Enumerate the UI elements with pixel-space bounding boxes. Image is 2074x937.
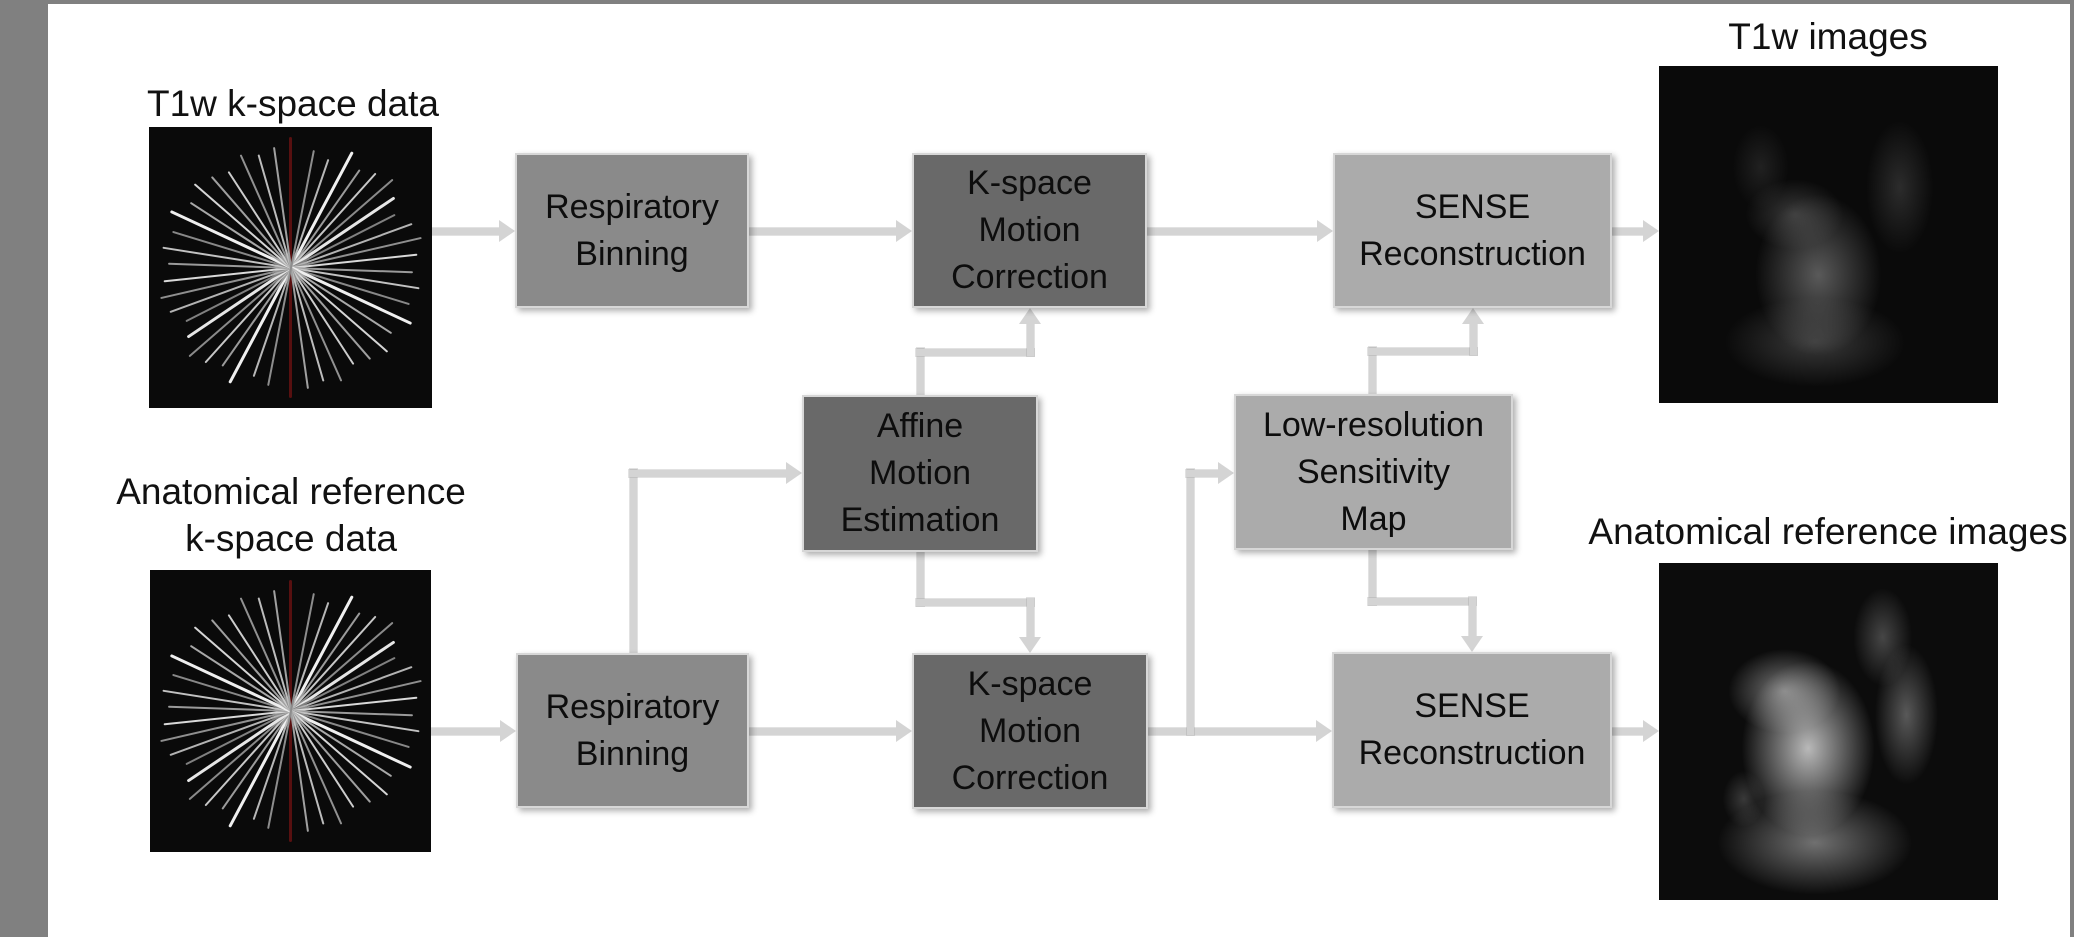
respiratory-binning-top-label: Respiratory xyxy=(545,187,719,226)
arrowhead-right-icon xyxy=(896,720,912,742)
slide-top-border xyxy=(48,0,2074,4)
connector-line xyxy=(629,469,637,657)
t1w-images-label: T1w images xyxy=(1598,13,2058,60)
connector-line xyxy=(1186,469,1222,477)
sense-reconstruction-bottom-label: Reconstruction xyxy=(1358,734,1586,772)
connector-line xyxy=(1144,727,1320,735)
kspace-motion-correction-top-label: K-space xyxy=(967,164,1092,202)
connector-line xyxy=(1143,227,1321,235)
respiratory-binning-bottom-label: Respiratory xyxy=(545,687,720,726)
anat-mri-image xyxy=(1659,563,1998,900)
t1w-kspace-image xyxy=(149,127,432,408)
sense-reconstruction-top-label: SENSE xyxy=(1414,187,1531,226)
low-resolution-sensitivity-map-label: Sensitivity xyxy=(1296,452,1451,491)
arrowhead-right-icon xyxy=(786,462,802,484)
arrowhead-right-icon xyxy=(500,720,516,742)
affine-motion-estimation-label: Affine xyxy=(876,407,964,445)
sense-reconstruction-top-label: Reconstruction xyxy=(1359,234,1586,273)
anat-kspace-label-text: Anatomical reference xyxy=(116,471,466,512)
connector-line xyxy=(1368,597,1476,605)
t1w-mri-image xyxy=(1659,66,1998,403)
anat-kspace-image xyxy=(150,570,431,852)
low-resolution-sensitivity-map-label: Map xyxy=(1340,499,1407,538)
connector-line xyxy=(1368,347,1376,398)
connector-line xyxy=(1608,727,1647,735)
slide-left-border xyxy=(0,0,48,937)
connector-line xyxy=(916,598,1034,606)
arrowhead-right-icon xyxy=(1317,220,1333,242)
connector-line xyxy=(1026,320,1034,356)
arrowhead-up-icon xyxy=(1019,308,1041,324)
kspace-motion-correction-top-label: Motion xyxy=(978,211,1081,249)
arrowhead-right-icon xyxy=(499,220,515,242)
connector-line xyxy=(1468,597,1476,640)
arrowhead-down-icon xyxy=(1019,637,1041,653)
anat-kspace-label-text: k-space data xyxy=(185,518,397,559)
connector-line xyxy=(916,348,924,399)
connector-line xyxy=(427,727,504,735)
respiratory-binning-bottom-label: Binning xyxy=(575,734,690,773)
connector-line xyxy=(1186,469,1194,735)
kspace-motion-correction-bottom-label: Correction xyxy=(951,758,1109,797)
anat-images-label-text: Anatomical reference images xyxy=(1588,511,2068,552)
connector-line xyxy=(916,348,1034,356)
affine-motion-estimation-label: Motion xyxy=(868,454,972,492)
anat-kspace-label: Anatomical reference k-space data xyxy=(61,468,521,562)
sense-reconstruction-top: SENSE Reconstruction xyxy=(1333,153,1612,308)
connector-line xyxy=(916,548,924,606)
low-resolution-sensitivity-map-label: Low-resolution xyxy=(1262,405,1485,444)
connector-line xyxy=(1608,227,1647,235)
connector-line xyxy=(629,469,790,477)
connector-line xyxy=(1469,320,1477,355)
arrowhead-up-icon xyxy=(1462,308,1484,324)
t1w-images-label-text: T1w images xyxy=(1728,16,1928,57)
connector-line xyxy=(1368,347,1477,355)
arrowhead-down-icon xyxy=(1461,636,1483,652)
connector-line xyxy=(1026,598,1034,641)
t1w-kspace-label: T1w k-space data xyxy=(63,80,523,127)
t1w-kspace-label-text: T1w k-space data xyxy=(146,83,440,124)
anat-images-label: Anatomical reference images xyxy=(1548,508,2074,555)
connector-line xyxy=(1368,546,1376,605)
arrowhead-right-icon xyxy=(1218,462,1234,484)
connector-line xyxy=(745,727,900,735)
arrowhead-right-icon xyxy=(1316,720,1332,742)
sense-reconstruction-bottom: SENSE Reconstruction xyxy=(1332,652,1612,808)
arrowhead-right-icon xyxy=(1643,220,1659,242)
arrowhead-right-icon xyxy=(1643,720,1659,742)
affine-motion-estimation-label: Estimation xyxy=(840,501,1000,539)
kspace-motion-correction-top-label: Correction xyxy=(951,258,1108,296)
respiratory-binning-top-label: Binning xyxy=(575,234,689,273)
kspace-motion-correction-bottom-label: K-space xyxy=(967,664,1093,703)
connector-line xyxy=(745,227,900,235)
kspace-motion-correction-bottom-label: Motion xyxy=(978,711,1082,750)
sense-reconstruction-bottom-label: SENSE xyxy=(1414,687,1530,725)
slide-right-border xyxy=(2070,4,2074,937)
connector-line xyxy=(428,227,503,235)
arrowhead-right-icon xyxy=(896,220,912,242)
